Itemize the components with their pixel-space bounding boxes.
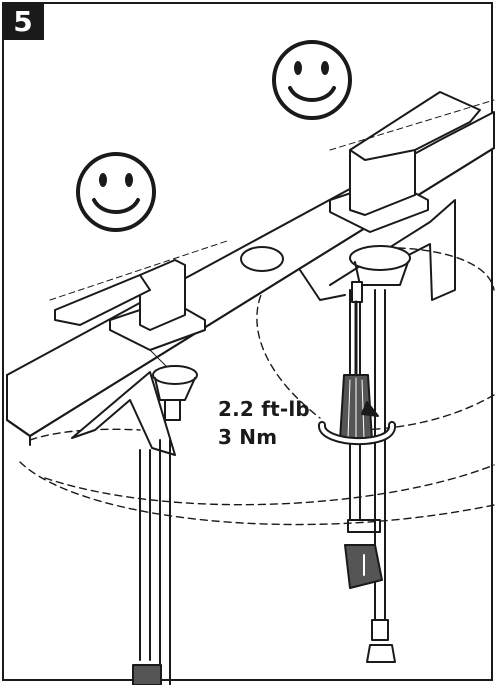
- step-number-badge: 5: [2, 2, 44, 40]
- spout-hole: [240, 246, 284, 272]
- right-supply-line: [344, 245, 411, 663]
- torque-wrench: [339, 281, 373, 441]
- left-handle-valve: [49, 239, 231, 379]
- smiley-face-icon: [272, 40, 352, 120]
- smiley-face-icon: [76, 152, 156, 232]
- rotation-arrow-icon: [318, 401, 396, 446]
- torque-value-imperial: 2.2 ft-lb: [218, 397, 310, 421]
- left-supply-line: [132, 365, 198, 685]
- torque-value-metric: 3 Nm: [218, 425, 278, 449]
- right-handle-valve: [329, 91, 495, 233]
